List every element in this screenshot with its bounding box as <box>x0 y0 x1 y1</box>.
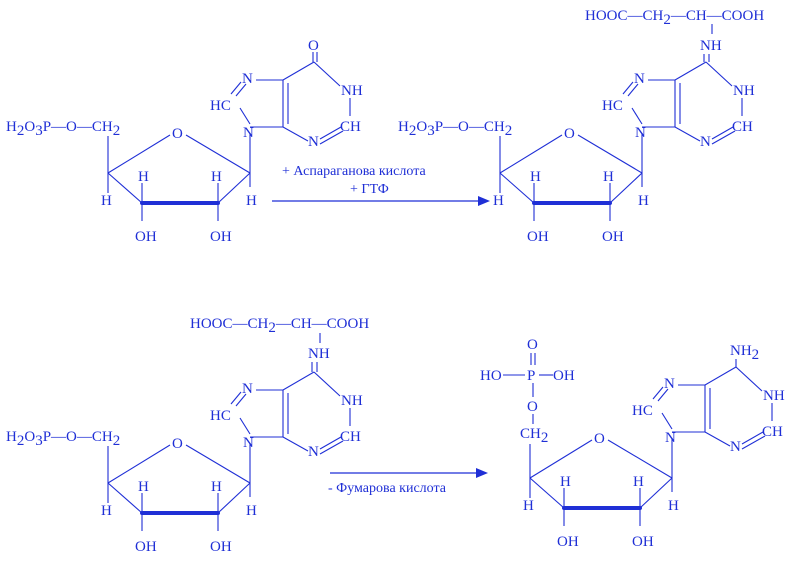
c2-4: CH <box>762 424 783 440</box>
h-c1: H <box>246 193 257 209</box>
oh-c3-4: OH <box>557 534 579 550</box>
oh-c2-4: OH <box>632 534 654 550</box>
label-h2o3p-2: H2O3P—O—CH2 <box>398 119 512 139</box>
phosphate-o-top: O <box>527 337 538 353</box>
oh-c2-3: OH <box>210 539 232 555</box>
n7: N <box>242 71 253 87</box>
n7-4: N <box>664 376 675 392</box>
c8-4: HC <box>632 403 653 419</box>
h-c4-3: H <box>101 503 112 519</box>
n3-4: N <box>730 439 741 455</box>
h-c2-2: H <box>603 169 614 185</box>
asp-chain-3: HOOC—CH2—CH—COOH <box>190 316 369 336</box>
h-c4-2: H <box>493 193 504 209</box>
reagent-aspartic-acid: + Аспараганова кислота <box>282 164 426 179</box>
ring-oxygen-4: O <box>594 431 605 447</box>
phosphate-ho: HO <box>480 368 502 384</box>
n1-4: NH <box>763 388 785 404</box>
ring-oxygen-3: O <box>172 436 183 452</box>
oh-c2-2: OH <box>602 229 624 245</box>
ring-oxygen-2: O <box>564 126 575 142</box>
n7-3: N <box>242 381 253 397</box>
h-c1-2: H <box>638 193 649 209</box>
structure-amp: HO P OH O O CH2 O H H H H OH OH N HC N N… <box>480 337 785 550</box>
n1: NH <box>341 83 363 99</box>
c8-3: HC <box>210 408 231 424</box>
h-c2-4: H <box>633 474 644 490</box>
c8: HC <box>210 98 231 114</box>
n1-3: NH <box>341 393 363 409</box>
n9: N <box>243 125 254 141</box>
reaction-arrow-1: + Аспараганова кислота + ГТФ <box>272 164 490 206</box>
h-c3-2: H <box>530 169 541 185</box>
phosphate-oh: OH <box>553 368 575 384</box>
h-c1-4: H <box>668 498 679 514</box>
oh-c3-3: OH <box>135 539 157 555</box>
n6-3: NH <box>308 346 330 362</box>
reaction-arrow-2: - Фумарова кислота <box>328 468 488 496</box>
ch2-amp: CH2 <box>520 426 548 446</box>
n7-2: N <box>634 71 645 87</box>
c2-3: CH <box>340 429 361 445</box>
n3-2: N <box>700 134 711 150</box>
oh-c3-2: OH <box>527 229 549 245</box>
structure-adenylosuccinate-1: H2O3P—O—CH2 O H H H H OH OH N HC N NH CH… <box>398 8 764 245</box>
reagent-fumaric-acid: - Фумарова кислота <box>328 481 447 496</box>
n6-2: NH <box>700 38 722 54</box>
phosphate-o-ester: O <box>527 399 538 415</box>
n9-4: N <box>665 430 676 446</box>
reagent-gtp: + ГТФ <box>350 182 389 197</box>
phosphate-p: P <box>527 368 535 384</box>
label-h2o3p-3: H2O3P—O—CH2 <box>6 429 120 449</box>
oh-c2: OH <box>210 229 232 245</box>
c2-2: CH <box>732 119 753 135</box>
h-c3-3: H <box>138 479 149 495</box>
h-c3: H <box>138 169 149 185</box>
asp-chain-2: HOOC—CH2—CH—COOH <box>585 8 764 28</box>
ring-oxygen: O <box>172 126 183 142</box>
h-c1-3: H <box>246 503 257 519</box>
h-c4-4: H <box>523 498 534 514</box>
n3-3: N <box>308 444 319 460</box>
c8-2: HC <box>602 98 623 114</box>
n9-2: N <box>635 125 646 141</box>
structure-imp: H2O3P—O—CH2 O H H H H OH OH N HC N NH CH… <box>6 38 363 245</box>
structure-adenylosuccinate-2: H2O3P—O—CH2 O H H H H OH OH N HC N NH CH… <box>6 316 369 555</box>
h-c3-4: H <box>560 474 571 490</box>
n3: N <box>308 134 319 150</box>
h-c2-3: H <box>211 479 222 495</box>
n1-2: NH <box>733 83 755 99</box>
h-c4: H <box>101 193 112 209</box>
h-c2: H <box>211 169 222 185</box>
nh2-amp: NH2 <box>730 343 759 363</box>
oh-c3: OH <box>135 229 157 245</box>
n9-3: N <box>243 435 254 451</box>
c2: CH <box>340 119 361 135</box>
label-h2o3p: H2O3P—O—CH2 <box>6 119 120 139</box>
o6: O <box>308 38 319 54</box>
